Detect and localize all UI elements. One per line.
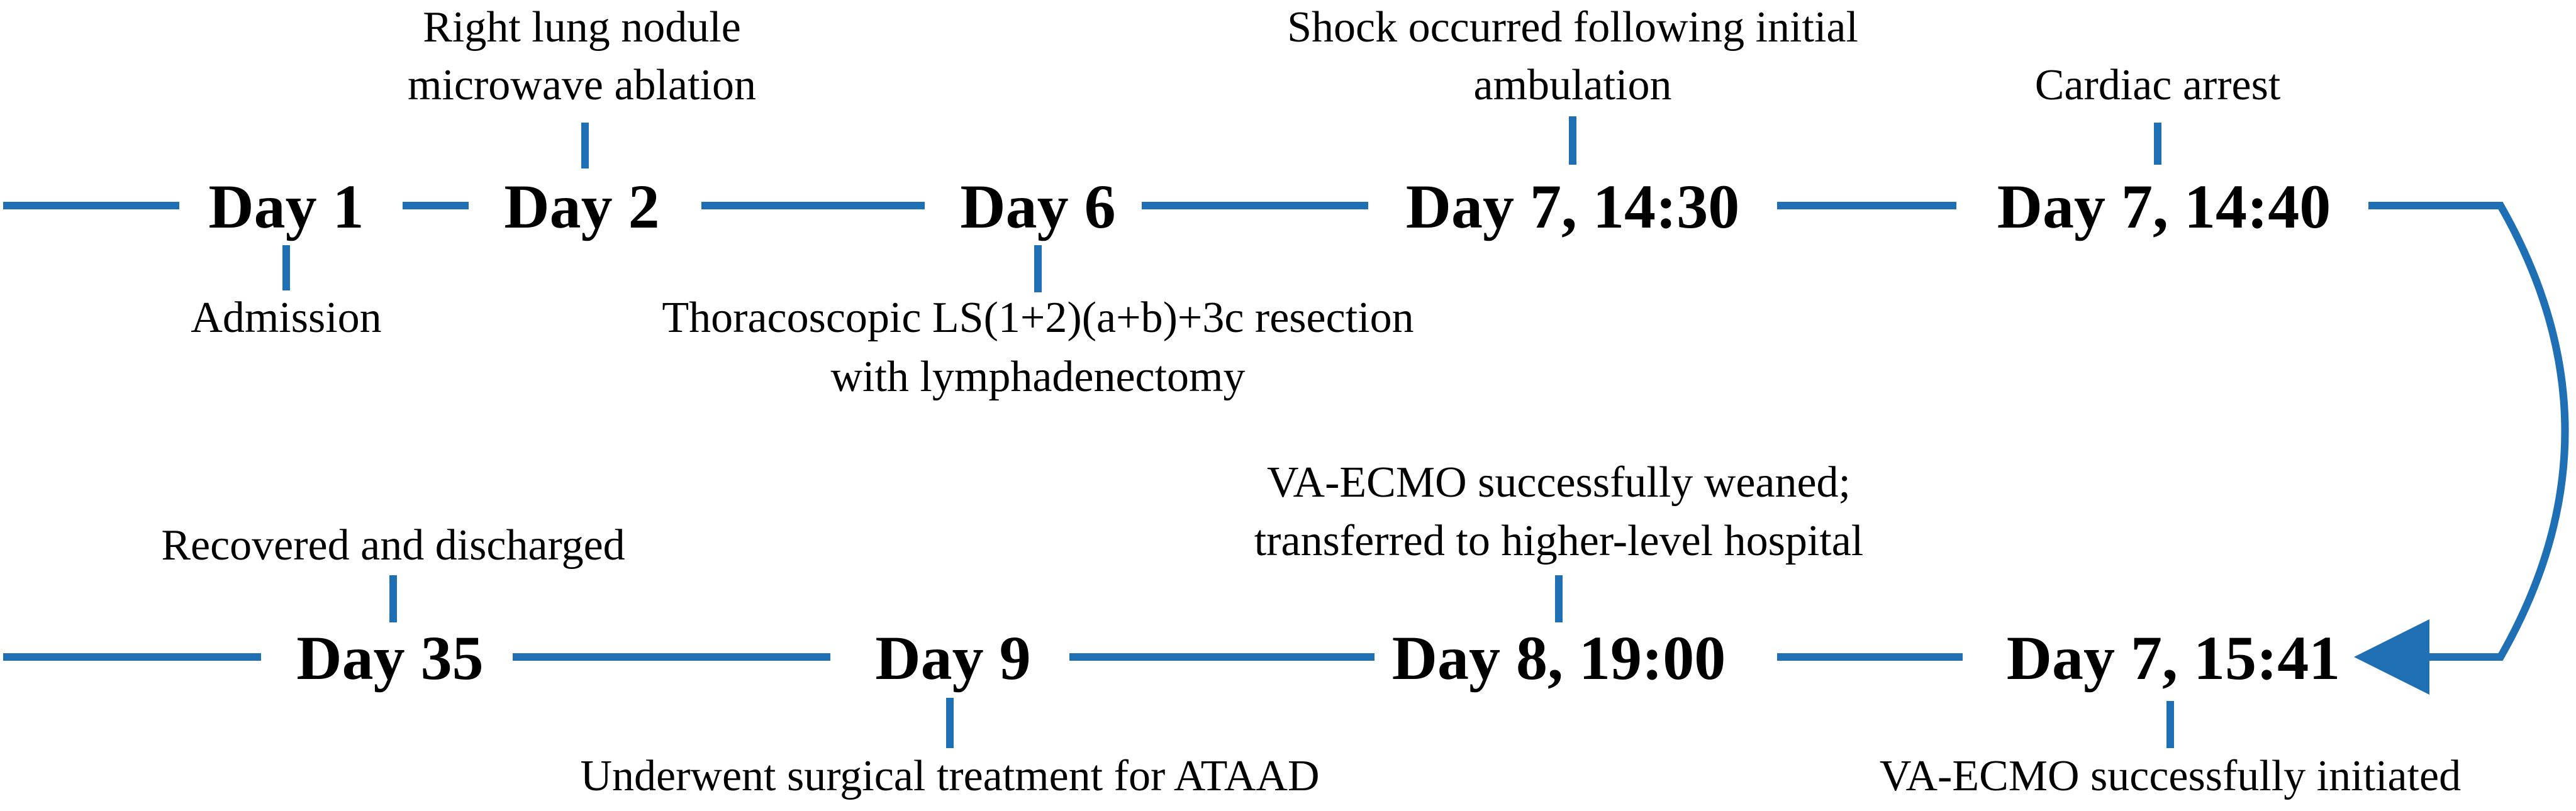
day-label-day1: Day 1	[208, 172, 364, 241]
event-descriptions: Admission Right lung nodule microwave ab…	[161, 3, 2461, 800]
event-ablation-line2: microwave ablation	[408, 61, 756, 109]
day-label-day8-1900: Day 8, 19:00	[1392, 623, 1726, 693]
day-label-day7-1541: Day 7, 15:41	[2007, 623, 2341, 693]
day-label-day6: Day 6	[960, 172, 1115, 241]
event-ablation-line1: Right lung nodule	[423, 3, 741, 52]
event-weaned-line2: transferred to higher-level hospital	[1254, 517, 1864, 565]
day-label-day2: Day 2	[504, 172, 659, 241]
day-label-day9: Day 9	[875, 623, 1030, 693]
day-label-day7-1430: Day 7, 14:30	[1406, 172, 1740, 241]
event-shock-line2: ambulation	[1474, 61, 1672, 109]
curved-arrow	[2354, 202, 2569, 695]
day-label-day35: Day 35	[296, 623, 483, 693]
event-admission: Admission	[191, 294, 381, 342]
event-ecmo-initiated: VA-ECMO successfully initiated	[1880, 752, 2461, 800]
event-resection-line1: Thoracoscopic LS(1+2)(a+b)+3c resection	[662, 294, 1413, 342]
event-shock-line1: Shock occurred following initial	[1287, 3, 1858, 52]
connector-lines	[3, 116, 2569, 748]
event-discharge: Recovered and discharged	[161, 521, 625, 570]
event-cardiac-arrest: Cardiac arrest	[2035, 61, 2281, 109]
day-label-day7-1440: Day 7, 14:40	[1997, 172, 2331, 241]
event-resection-line2: with lymphadenectomy	[830, 353, 1245, 401]
event-surgery: Underwent surgical treatment for ATAAD	[581, 752, 1320, 800]
event-weaned-line1: VA-ECMO successfully weaned;	[1267, 458, 1851, 507]
day-labels: Day 1 Day 2 Day 6 Day 7, 14:30 Day 7, 14…	[208, 172, 2340, 693]
